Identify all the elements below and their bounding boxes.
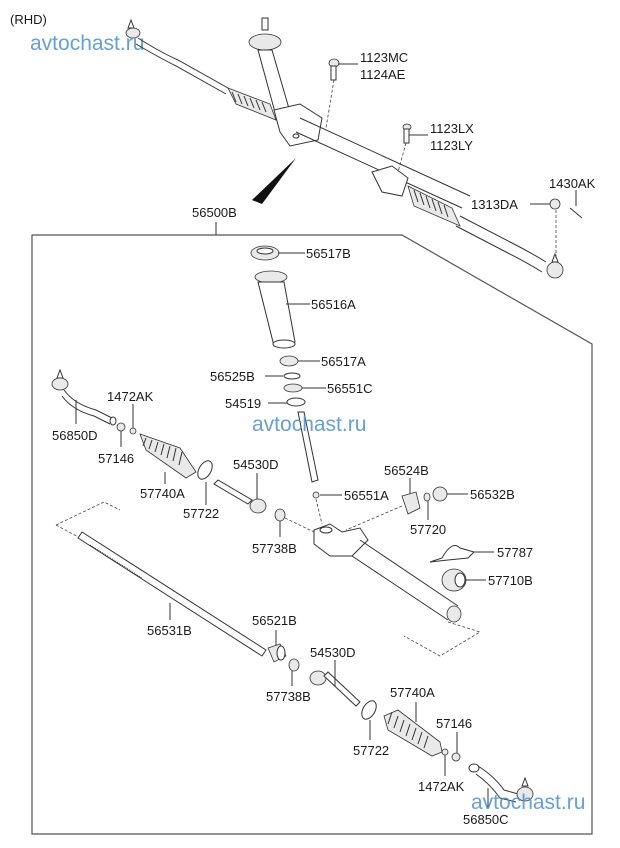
snap-ring-lower	[286, 397, 306, 407]
label-54530D-right: 54530D	[310, 645, 356, 660]
snap-ring-upper	[283, 372, 301, 380]
tube-bracket	[371, 165, 409, 197]
label-54530D-left: 54530D	[233, 457, 279, 472]
direction-arrow	[252, 158, 296, 204]
assembled-steering-gear	[125, 17, 583, 279]
right-tie-rod-arm	[459, 215, 547, 263]
label-56551A: 56551A	[344, 488, 389, 503]
cotter-pin	[569, 207, 583, 219]
left-band	[197, 460, 213, 480]
label-57740A-right: 57740A	[390, 685, 435, 700]
label-57738B-right: 57738B	[266, 689, 311, 704]
yoke-plug	[432, 486, 448, 502]
label-57738B-left: 57738B	[252, 541, 297, 556]
label-57722-right: 57722	[353, 743, 389, 758]
bearing	[283, 383, 303, 393]
label-56517B: 56517B	[306, 246, 351, 261]
variant-label: (RHD)	[10, 12, 47, 27]
label-57740A: 57740A	[140, 486, 185, 501]
label-56531B: 56531B	[147, 623, 192, 638]
label-57710B: 57710B	[488, 573, 533, 588]
pinion-shaft	[297, 411, 319, 483]
label-56521B: 56521B	[252, 613, 297, 628]
bolt-b	[397, 123, 412, 173]
rack-bar	[77, 531, 267, 657]
right-boot-upper	[407, 185, 461, 227]
left-washer	[274, 508, 286, 522]
label-54519: 54519	[225, 396, 261, 411]
rack-tube-upper	[299, 117, 471, 197]
label-56516A: 56516A	[311, 297, 356, 312]
castle-nut	[549, 198, 561, 210]
cap-upper	[250, 245, 280, 261]
left-boot	[139, 433, 197, 479]
label-1472AK: 1472AK	[107, 389, 154, 404]
assembly-frame	[31, 234, 593, 835]
label-1472AK-right: 1472AK	[418, 779, 465, 794]
right-ball-joint	[546, 261, 564, 279]
label-1313DA: 1313DA	[471, 197, 518, 212]
label-56850D: 56850D	[52, 428, 98, 443]
label-56850C: 56850C	[463, 812, 509, 827]
right-clip	[441, 748, 449, 756]
cap-lower	[279, 355, 299, 367]
watermark-bottom: avtochast.ru	[471, 791, 585, 814]
right-band	[361, 700, 377, 720]
left-lock-nut	[116, 422, 126, 432]
label-1430AK: 1430AK	[549, 176, 596, 191]
assembly-label: 56500B	[192, 205, 237, 220]
label-56551C: 56551C	[327, 381, 373, 396]
yoke-locknut	[423, 492, 431, 502]
watermark-middle: avtochast.ru	[252, 413, 366, 436]
label-56532B: 56532B	[470, 487, 515, 502]
watermark-top: avtochast.ru	[30, 32, 144, 55]
left-tie-rod-end	[51, 368, 117, 426]
left-ball-joint	[125, 27, 141, 39]
left-clip	[129, 427, 137, 435]
left-ball-stud	[127, 18, 135, 29]
left-boot-upper	[227, 87, 277, 121]
right-inner-tie-rod	[309, 670, 361, 707]
right-lock-nut	[451, 752, 461, 762]
label-57146-right: 57146	[436, 716, 472, 731]
label-1123LX: 1123LX	[430, 121, 474, 136]
left-inner-tie-rod	[213, 479, 267, 514]
label-1124AE: 1124AE	[360, 67, 406, 82]
right-washer	[288, 658, 300, 672]
label-56524B: 56524B	[384, 463, 429, 478]
label-57146: 57146	[98, 451, 134, 466]
needle-bearing	[312, 491, 320, 499]
rack-support-yoke	[401, 491, 421, 515]
label-56517A: 56517A	[321, 354, 366, 369]
pinion-tower	[248, 17, 323, 147]
right-tie-rod-end	[468, 763, 534, 803]
bolt-a	[325, 58, 340, 129]
right-boot	[383, 709, 443, 757]
label-1123LY: 1123LY	[430, 138, 473, 153]
label-57722: 57722	[183, 506, 219, 521]
left-tie-rod-arm	[137, 37, 229, 89]
label-57787: 57787	[497, 545, 533, 560]
label-1123MC: 1123MC	[360, 50, 408, 65]
label-57720: 57720	[410, 522, 446, 537]
right-ball-stud	[551, 252, 559, 263]
mounting-clamp	[429, 545, 475, 563]
rack-bushing	[267, 643, 287, 663]
gear-housing	[313, 523, 462, 623]
pinion-boot	[254, 270, 296, 349]
label-56525B: 56525B	[210, 369, 255, 384]
